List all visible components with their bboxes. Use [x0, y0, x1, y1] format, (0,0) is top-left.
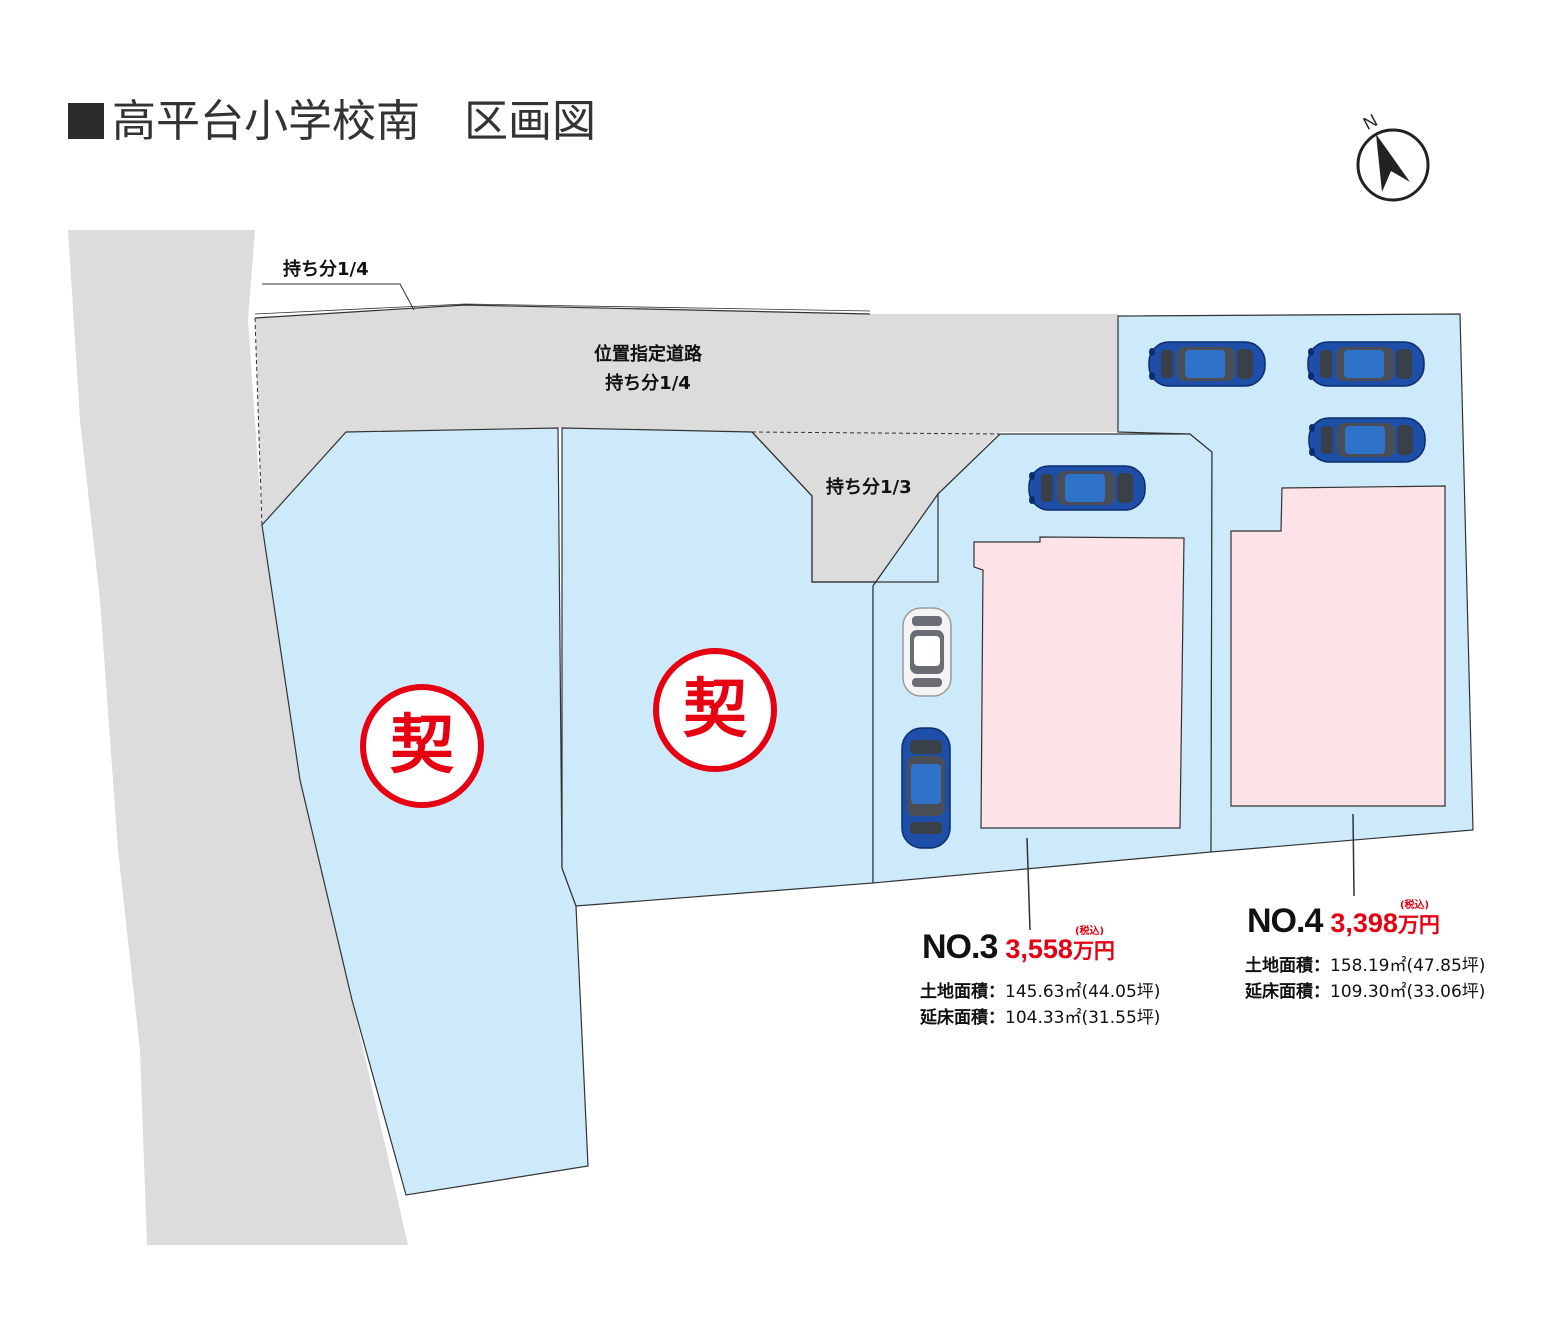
lot-4-land-area: 土地面積：158.19㎡(47.85坪) [1245, 953, 1485, 979]
lot-3-unit-text: 万円 [1072, 939, 1115, 963]
lot-3-land-area: 土地面積：145.63㎡(44.05坪) [920, 979, 1160, 1005]
lot-3-floor-value: 104.33㎡(31.55坪) [1005, 1008, 1161, 1028]
car-icon-white [902, 607, 952, 697]
shared-area-outline [751, 431, 1001, 583]
page-title-text: 高平台小学校南 区画図 [112, 96, 596, 147]
lot-4-floor-area: 延床面積：109.30㎡(33.06坪) [1245, 979, 1485, 1005]
house-footprint-3 [973, 536, 1185, 829]
lot-4-number: NO.4 [1247, 902, 1323, 940]
lot-4-floor-value: 109.30㎡(33.06坪) [1330, 982, 1486, 1002]
sold-badge-lot-1: 契 [360, 684, 484, 808]
house-footprint-4 [1230, 485, 1446, 807]
lot-3-price-unit: (税込) 万円 [1072, 927, 1115, 963]
page-title: 高平台小学校南 区画図 [68, 100, 596, 144]
car-icon [901, 727, 951, 849]
lot-4-price-unit: (税込) 万円 [1397, 901, 1440, 937]
title-square-icon [68, 103, 104, 139]
lot-4-floor-label: 延床面積： [1245, 982, 1330, 1002]
sold-badge-lot-2: 契 [653, 648, 777, 772]
lot-3-tax-note: (税込) [1074, 926, 1105, 937]
road-share-label: 持ち分1/4 [605, 373, 691, 394]
lot-4-land-label: 土地面積： [1245, 956, 1330, 976]
lot-4-unit-text: 万円 [1397, 913, 1440, 937]
leader-line-4 [1352, 813, 1355, 897]
leader-line-3 [1026, 837, 1031, 931]
share-label-mid: 持ち分1/3 [826, 477, 912, 498]
car-icon [1307, 341, 1425, 387]
lot-3-floor-area: 延床面積：104.33㎡(31.55坪) [920, 1005, 1160, 1031]
lot-3-number: NO.3 [922, 928, 998, 966]
car-icon [1028, 465, 1146, 511]
car-icon [1148, 341, 1266, 387]
share-top-leader [262, 283, 415, 311]
lot-4-price: 3,398 [1330, 908, 1398, 938]
parcel-1-sold [261, 427, 589, 1196]
lot-4-tax-note: (税込) [1399, 900, 1430, 911]
shared-area-dashed [751, 431, 1001, 435]
road-top-edge-2 [254, 303, 871, 315]
lot-3-land-value: 145.63㎡(44.05坪) [1005, 982, 1161, 1002]
lot-3-floor-label: 延床面積： [920, 1008, 1005, 1028]
road-top-edge [254, 304, 871, 319]
private-road [255, 305, 1118, 582]
north-compass-icon [1356, 128, 1430, 202]
share-label-top: 持ち分1/4 [283, 259, 369, 280]
lot-3-specs: 土地面積：145.63㎡(44.05坪) 延床面積：104.33㎡(31.55坪… [920, 979, 1160, 1031]
lot-4-specs: 土地面積：158.19㎡(47.85坪) 延床面積：109.30㎡(33.06坪… [1245, 953, 1485, 1005]
lot-3-land-label: 土地面積： [920, 982, 1005, 1002]
car-icon [1308, 417, 1426, 463]
lot-3-price: 3,558 [1005, 934, 1073, 964]
lot-4-land-value: 158.19㎡(47.85坪) [1330, 956, 1486, 976]
road-name-label: 位置指定道路 [594, 344, 702, 365]
left-road-strip [68, 230, 408, 1245]
